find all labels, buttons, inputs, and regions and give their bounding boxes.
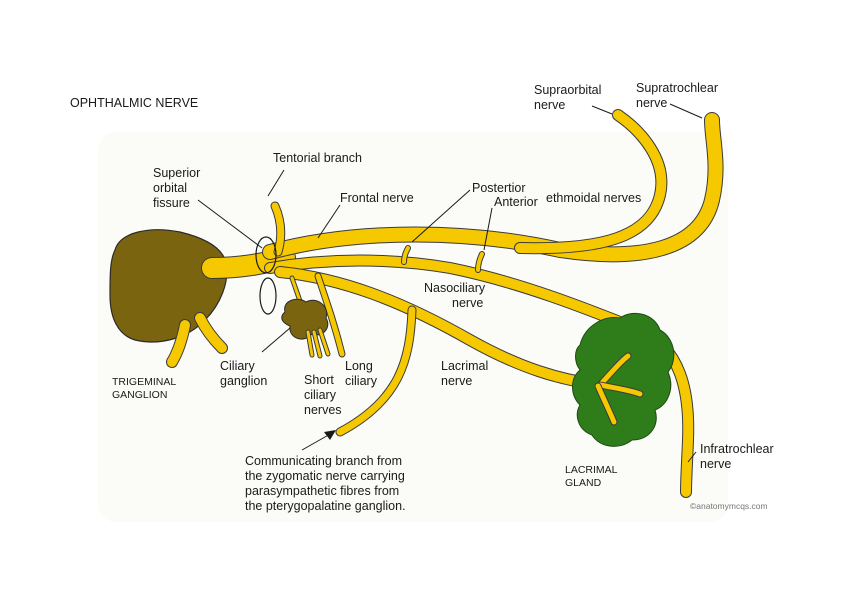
ciliary-ganglion bbox=[281, 275, 331, 359]
label-ethmoidal: ethmoidal nerves bbox=[546, 191, 641, 205]
leader-tentorial bbox=[267, 169, 285, 197]
label-nasociliary: Nasociliary nerve bbox=[424, 281, 489, 310]
frontal-nerve bbox=[262, 112, 724, 263]
leader-infratrochlear bbox=[687, 451, 697, 463]
label-posterior: Postertior bbox=[472, 181, 526, 195]
label-trigeminal-ganglion: TRIGEMINAL GANGLION bbox=[112, 376, 179, 401]
leader-superior-orbital-fissure bbox=[197, 199, 263, 249]
tentorial-branch bbox=[270, 201, 286, 257]
label-ciliary-ganglion: Ciliary ganglion bbox=[220, 359, 267, 388]
trigeminal-ganglion bbox=[109, 229, 228, 368]
label-frontal: Frontal nerve bbox=[340, 191, 414, 205]
nasociliary-nerve bbox=[264, 245, 695, 498]
label-anterior: Anterior bbox=[494, 195, 538, 209]
leader-supratrochlear bbox=[669, 103, 703, 119]
leader-anterior bbox=[483, 207, 493, 251]
diagram-title: OPHTHALMIC NERVE bbox=[70, 96, 198, 110]
labels: OPHTHALMIC NERVE Supraorbital nerve Supr… bbox=[70, 81, 777, 513]
supraorbital-nerve bbox=[514, 109, 668, 255]
leader-frontal bbox=[317, 204, 341, 239]
leader-ciliary-ganglion bbox=[261, 327, 291, 353]
label-supraorbital: Supraorbital nerve bbox=[534, 83, 605, 112]
lacrimal-gland bbox=[572, 312, 675, 447]
communicating-arrowhead bbox=[324, 430, 336, 440]
lacrimal-nerve bbox=[274, 266, 606, 391]
leader-supraorbital bbox=[591, 105, 613, 115]
communicating-branch bbox=[335, 305, 417, 437]
label-long-ciliary: Long ciliary bbox=[345, 359, 378, 388]
superior-orbital-fissure-rings bbox=[255, 236, 277, 315]
label-lacrimal-nerve: Lacrimal nerve bbox=[441, 359, 492, 388]
label-short-ciliary: Short ciliary nerves bbox=[304, 373, 342, 417]
label-infratrochlear: Infratrochlear nerve bbox=[700, 442, 777, 471]
label-tentorial: Tentorial branch bbox=[273, 151, 362, 165]
ophthalmic-trunk bbox=[201, 247, 296, 279]
label-supratrochlear: Supratrochlear nerve bbox=[636, 81, 721, 110]
leader-lines bbox=[197, 103, 703, 463]
label-superior-orbital-fissure: Superior orbital fissure bbox=[153, 166, 204, 210]
label-communicating-branch: Communicating branch from the zygomatic … bbox=[245, 454, 408, 513]
credit-text: ©anatomymcqs.com bbox=[690, 501, 768, 511]
label-lacrimal-gland: LACRIMAL GLAND bbox=[565, 464, 620, 489]
leader-posterior bbox=[411, 189, 471, 243]
long-ciliary-nerve bbox=[314, 272, 346, 358]
